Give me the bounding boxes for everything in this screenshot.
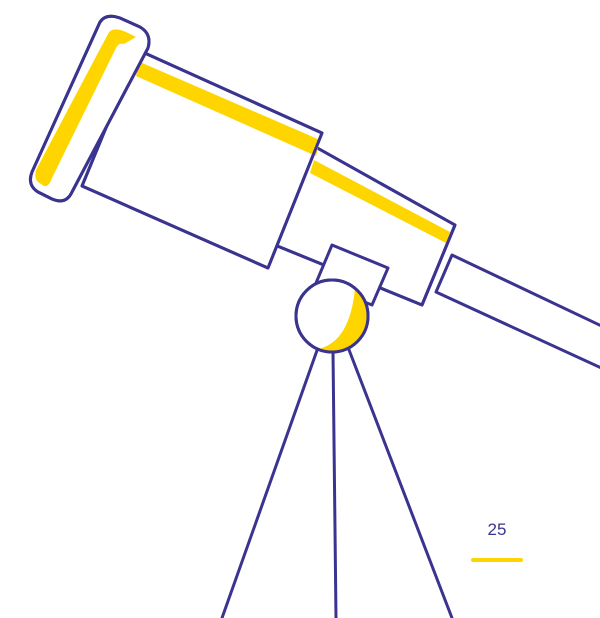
- telescope-lens-cap-highlight: [35, 29, 137, 187]
- tripod-leg-left: [220, 340, 322, 618]
- telescope-rear-tube: [434, 253, 600, 370]
- tripod-head-highlight: [318, 288, 369, 352]
- page-number-underline: [471, 558, 523, 562]
- telescope-main-barrel-highlight: [136, 62, 320, 156]
- tripod-leg-center: [331, 350, 338, 618]
- telescope-middle-tube-highlight: [310, 160, 450, 243]
- page-number: 25: [487, 520, 507, 539]
- tripod-leg-right: [344, 340, 454, 618]
